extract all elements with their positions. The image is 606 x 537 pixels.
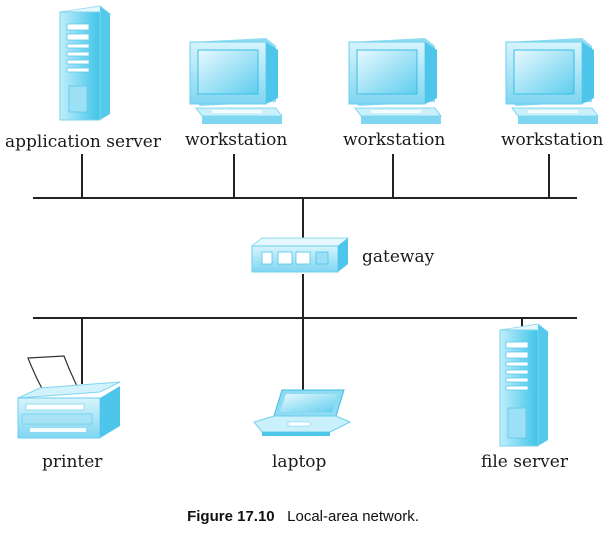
figure-number: Figure 17.10 xyxy=(187,508,275,525)
workstation-label-1: workstation xyxy=(185,130,288,150)
workstation-label-2: workstation xyxy=(343,130,446,150)
network-cables xyxy=(33,154,577,392)
printer-label: printer xyxy=(42,452,103,472)
workstation-icon xyxy=(505,38,599,124)
laptop-label: laptop xyxy=(272,452,327,472)
gateway-label: gateway xyxy=(362,247,435,267)
file-server-icon xyxy=(498,323,550,447)
figure-caption: Figure 17.10 Local-area network. xyxy=(0,508,606,525)
laptop-icon xyxy=(253,389,352,436)
application-server-icon xyxy=(58,5,112,121)
gateway-icon xyxy=(250,237,350,273)
workstation-icon xyxy=(189,38,283,124)
file-server-label: file server xyxy=(481,452,568,472)
figure-caption-text: Local-area network. xyxy=(287,508,419,525)
application-server-label: application server xyxy=(5,132,161,152)
workstation-icon xyxy=(348,38,442,124)
printer-icon xyxy=(17,355,121,439)
workstation-label-3: workstation xyxy=(501,130,604,150)
